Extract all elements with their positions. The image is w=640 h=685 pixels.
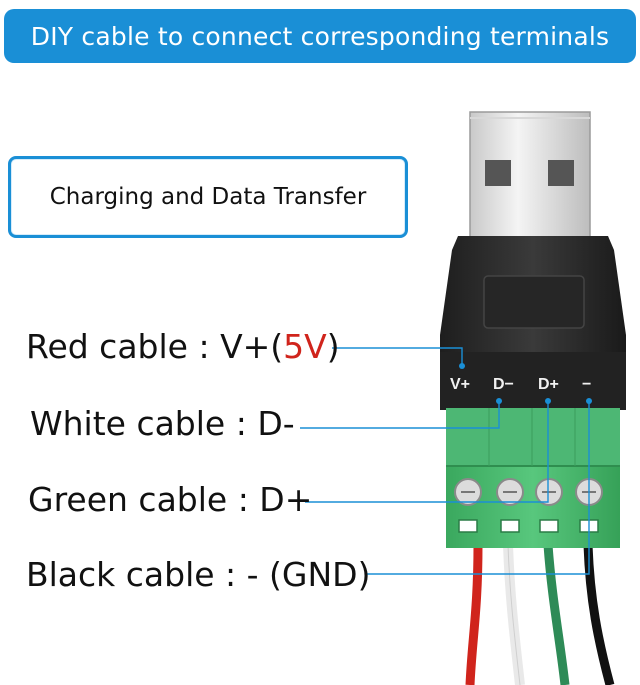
pin-label-dplus: D+ <box>538 376 559 393</box>
callout-green <box>305 401 549 503</box>
title-banner: DIY cable to connect corresponding termi… <box>4 9 636 63</box>
label-red-prefix: Red cable : V+( <box>26 327 284 366</box>
terminal-block <box>446 408 620 548</box>
label-red-cable: Red cable : V+(5V) <box>26 327 340 366</box>
label-red-voltage: 5V <box>283 327 327 366</box>
label-black-cable: Black cable : - (GND) <box>26 555 371 594</box>
white-wire <box>503 544 525 685</box>
label-red-suffix: ) <box>326 327 340 366</box>
callout-lines <box>300 347 590 575</box>
label-white-cable: White cable : D- <box>30 404 295 443</box>
pin-label-dminus: D− <box>493 376 514 393</box>
banner-title: DIY cable to connect corresponding termi… <box>30 21 610 51</box>
connector-body <box>440 236 626 410</box>
terminal-slots <box>458 519 599 533</box>
subtitle-box: Charging and Data Transfer <box>8 156 408 238</box>
subtitle-text: Charging and Data Transfer <box>49 184 367 210</box>
white-wire-edge <box>507 544 521 685</box>
callout-white <box>300 401 500 429</box>
pin-label-gnd: − <box>582 376 591 393</box>
pin-label-vplus: V+ <box>450 376 470 393</box>
green-wire <box>543 544 570 685</box>
callout-dots <box>459 363 592 404</box>
usb-plug <box>469 111 591 241</box>
black-wire <box>583 544 615 685</box>
label-green-cable: Green cable : D+ <box>28 480 313 519</box>
pin-labels: V+ D− D+ − <box>450 376 591 393</box>
callout-red <box>332 347 463 366</box>
callout-black <box>366 401 590 575</box>
red-wire <box>465 544 483 685</box>
